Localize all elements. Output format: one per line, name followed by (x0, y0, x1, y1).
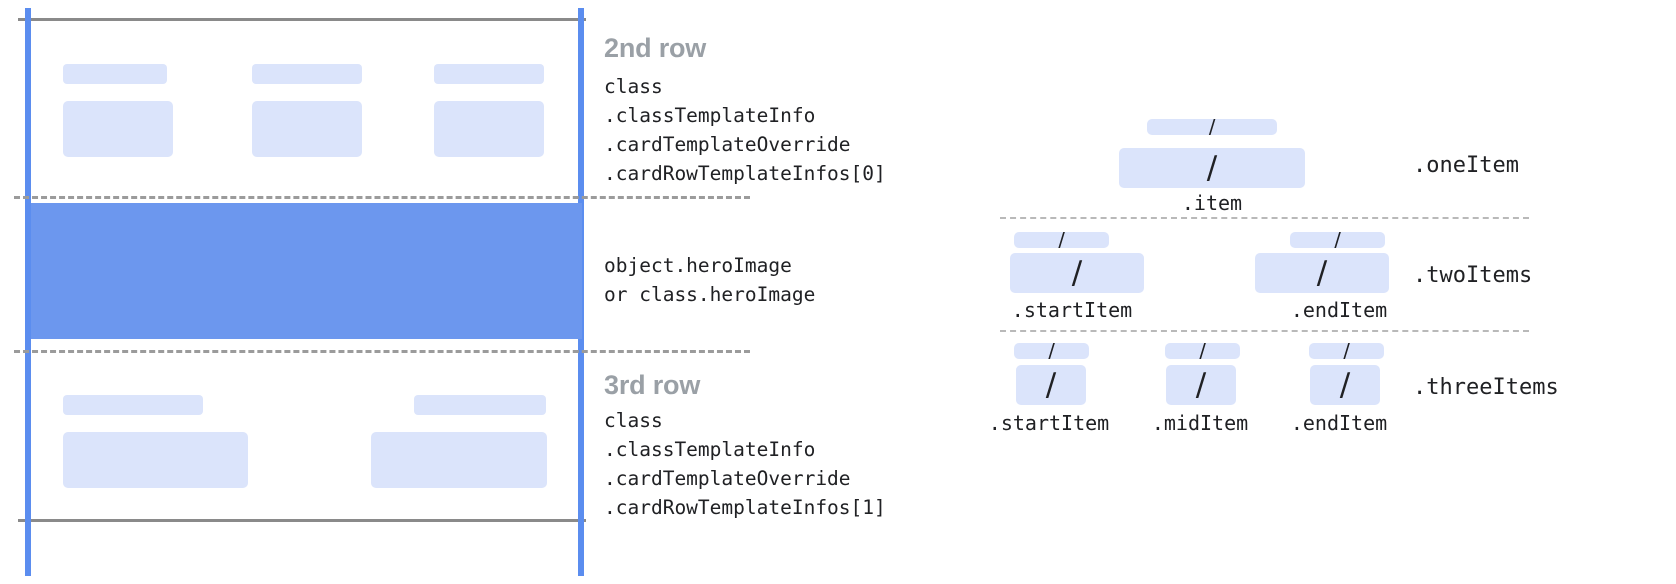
one-item-caption: .item (1181, 191, 1243, 215)
second-row-chip-3-body (434, 101, 544, 157)
third-row-chip-2-label (414, 395, 546, 415)
three-items-end-slot-body: / (1310, 365, 1380, 405)
third-row-title: 3rd row (604, 370, 701, 400)
third-row-chip-1-label (63, 395, 203, 415)
slash-glyph-icon: / (1058, 232, 1065, 248)
hero-image-code: object.heroImage or class.heroImage (604, 254, 816, 306)
divider-two-three (1000, 330, 1529, 332)
divider-above-hero (14, 196, 750, 199)
three-items-end-caption: .endItem (1290, 411, 1388, 435)
three-items-mid-slot-label: / (1165, 343, 1240, 359)
two-items-end-slot-label: / (1290, 232, 1385, 248)
card-left-rail (25, 8, 31, 576)
slash-glyph-icon: / (1343, 343, 1350, 359)
three-items-end-slot-label: / (1309, 343, 1384, 359)
third-row-chip-2-body (371, 432, 547, 488)
slash-glyph-icon: / (1071, 255, 1083, 291)
three-items-start-slot-body: / (1016, 365, 1086, 405)
slash-glyph-icon: / (1339, 367, 1351, 403)
three-items-mid-slot-body: / (1166, 365, 1236, 405)
two-items-end-caption: .endItem (1290, 298, 1388, 322)
second-row-code: class .classTemplateInfo .cardTemplateOv… (604, 75, 886, 185)
two-items-start-caption: .startItem (1011, 298, 1133, 322)
second-row-chip-3-label (434, 64, 544, 84)
slash-glyph-icon: / (1195, 367, 1207, 403)
slash-glyph-icon: / (1048, 343, 1055, 359)
card-top-rule (18, 18, 586, 21)
slash-glyph-icon: / (1208, 119, 1216, 135)
second-row-chip-1-label (63, 64, 167, 84)
slash-glyph-icon: / (1045, 367, 1057, 403)
slash-glyph-icon: / (1316, 255, 1328, 291)
two-items-group-label: .twoItems (1413, 263, 1533, 288)
card-bottom-rule (18, 519, 586, 522)
three-items-start-slot-label: / (1014, 343, 1089, 359)
three-items-group-label: .threeItems (1413, 375, 1559, 400)
slash-glyph-icon: / (1206, 150, 1218, 186)
second-row-chip-2-body (252, 101, 362, 157)
third-row-code: class .classTemplateInfo .cardTemplateOv… (604, 409, 886, 519)
three-items-start-caption: .startItem (988, 411, 1110, 435)
two-items-end-slot-body: / (1255, 253, 1389, 293)
hero-image-band (31, 203, 582, 339)
divider-one-two (1000, 217, 1529, 219)
one-item-group-label: .oneItem (1413, 153, 1519, 178)
slash-glyph-icon: / (1334, 232, 1341, 248)
slash-glyph-icon: / (1199, 343, 1206, 359)
second-row-chip-1-body (63, 101, 173, 157)
two-items-start-slot-label: / (1014, 232, 1109, 248)
second-row-title: 2nd row (604, 33, 707, 63)
two-items-start-slot-body: / (1010, 253, 1144, 293)
one-item-slot-label: / (1147, 119, 1277, 135)
second-row-chip-2-label (252, 64, 362, 84)
three-items-mid-caption: .midItem (1151, 411, 1249, 435)
third-row-chip-1-body (63, 432, 248, 488)
divider-below-hero (14, 350, 750, 353)
one-item-slot-body: / (1119, 148, 1305, 188)
